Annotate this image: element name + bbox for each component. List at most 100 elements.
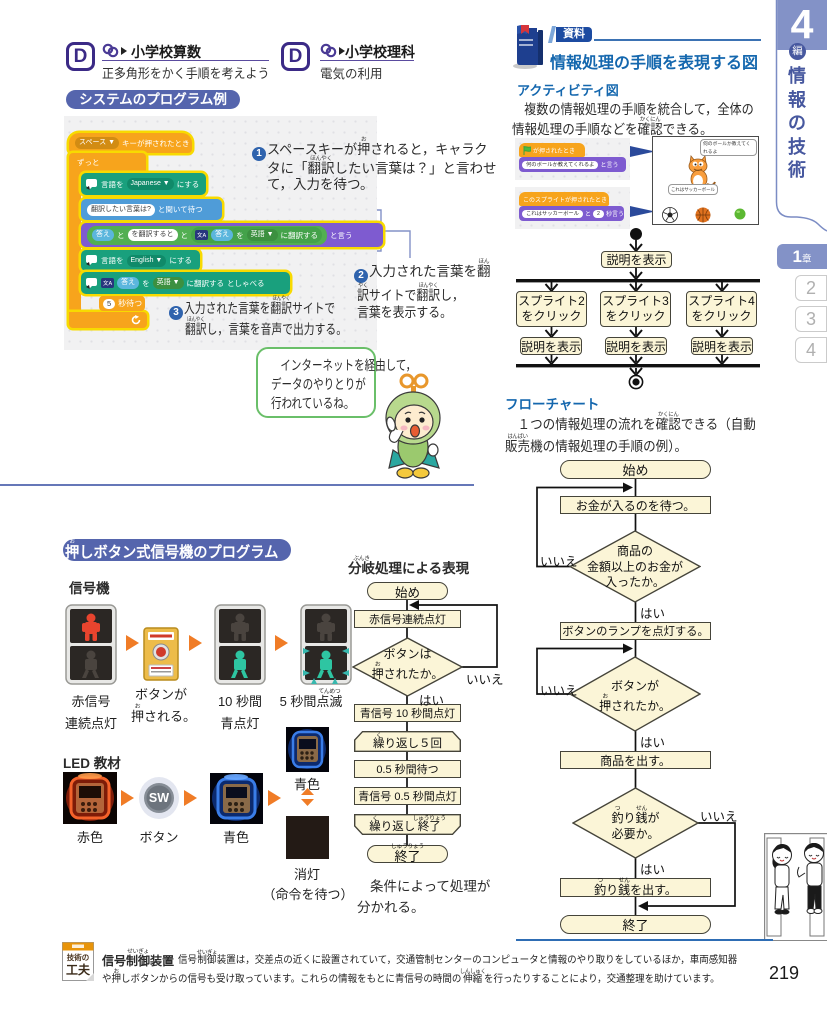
- branch-node-blue10: 青信号 10 秒間点灯: [354, 704, 461, 722]
- sidebar-chapter-4[interactable]: 4: [795, 337, 827, 363]
- to2-label: にする: [169, 256, 192, 265]
- book-icon: [513, 25, 543, 69]
- mini-say-num[interactable]: 2: [593, 209, 604, 218]
- scratch-ask-block[interactable]: 翻訳したい言葉は? と聞いて待つ: [81, 199, 222, 220]
- branch-node-loop-start-shape: [354, 731, 461, 752]
- activity-heading: アクティビティ図: [517, 83, 619, 98]
- activity-sprite2-line-2: をクリック: [521, 309, 582, 323]
- answer-reporter-1[interactable]: 答え: [92, 229, 114, 241]
- vending-node-end: 終了: [560, 915, 711, 934]
- scratch-speak-block[interactable]: 文A 答え を 英語 ▼ に翻訳する としゃべる: [81, 272, 290, 294]
- vending-diamond2-line-1: ボタンが: [610, 679, 659, 693]
- section-title-signal-program: 押おしボタン式信号機のプログラム: [63, 539, 291, 561]
- d3a-label: 釣つり銭せんが: [611, 806, 660, 825]
- vending-label-yes-2: はい: [640, 736, 666, 750]
- mini-hat-sprite[interactable]: このスプライトが押されたとき: [519, 192, 609, 206]
- arrow-icon-3: [275, 635, 288, 651]
- caption-led-red: 赤色: [76, 830, 103, 845]
- branch-label-yes: はい: [419, 694, 445, 708]
- sw-button-label: SW: [148, 791, 170, 805]
- kufuu-badge: [62, 942, 94, 981]
- flowchart-paragraph-2: 販売はんばい機の情報処理の手順の例）。: [505, 434, 701, 457]
- arrow-icon-1: [126, 635, 139, 651]
- mini-hat-flag[interactable]: が押されたとき: [519, 143, 585, 157]
- scratch-set-language-en[interactable]: 言語を English ▼ にする: [81, 250, 200, 271]
- signal-image-blinking: [300, 604, 352, 685]
- say-tail-label: と言う: [330, 230, 353, 240]
- language-dropdown-en[interactable]: English ▼: [126, 254, 167, 267]
- vending-diamond2-line-2: 押おされたか。: [569, 694, 701, 714]
- sidebar-chapter-3[interactable]: 3: [795, 306, 827, 332]
- translate-lang-dropdown-2[interactable]: 英語 ▼: [152, 277, 184, 289]
- scratch-set-language-jp[interactable]: 言語を Japanese ▼ にする: [81, 173, 206, 195]
- l3-label: 言葉を表示する。: [357, 305, 453, 320]
- annotation-1-line-2: タに「翻訳ほんやくしたい言葉は？」と言わせ: [267, 156, 497, 178]
- callout-triangle-2: [630, 206, 655, 217]
- hat-dropdown[interactable]: スペース ▼: [75, 137, 120, 149]
- sidebar-chapter-2[interactable]: 2: [795, 275, 827, 301]
- triangle-icon-science: [339, 47, 345, 55]
- translate-reporter[interactable]: 文A 答え を 英語 ▼ に翻訳する: [191, 227, 323, 243]
- activity-paragraph-1: 複数の情報処理の手順を統合して，全体の: [512, 99, 781, 120]
- branch-caption-line-1: 条件によって処理が: [370, 879, 491, 894]
- join-operator[interactable]: 答え と を翻訳すると と 文A 答え を 英語 ▼ に翻訳する: [87, 225, 328, 245]
- branch-diamond-button: [352, 637, 463, 697]
- d1b-label: 押おされたか。: [371, 662, 444, 681]
- language-dropdown-jp[interactable]: Japanese ▼: [126, 178, 174, 190]
- branch-node-wait: 0.5 秒間待つ: [354, 760, 461, 778]
- flow-p2-label: 販売はんばい機の情報処理の手順の例）。: [505, 434, 688, 454]
- activity-box-desc-3: 説明を表示: [691, 337, 753, 355]
- mini-say-input-2[interactable]: これはサッカーボール: [522, 209, 583, 218]
- mini-say-block-2[interactable]: これはサッカーボール と 2 秒言う: [519, 206, 624, 221]
- caption-blink-5s: 5 秒間点滅てんめつ: [276, 689, 346, 710]
- scratch-forever-top[interactable]: ずっと: [69, 153, 146, 172]
- branch-node-loop-end: 繰くり返し終了しゅうりょう: [354, 814, 461, 835]
- caption-led-blue: 青色: [222, 830, 249, 845]
- green-flag-icon: [523, 145, 531, 155]
- reference-rule: [594, 39, 761, 41]
- mini-say-block-1[interactable]: 何のボールか教えてくれるよ と言う: [519, 157, 626, 172]
- scratch-hat-block[interactable]: スペース ▼ キーが押されたとき: [69, 133, 192, 153]
- bubble-line-3: 行われているね。: [271, 394, 374, 413]
- scratch-say-translate-block[interactable]: 答え と を翻訳すると と 文A 答え を 英語 ▼ に翻訳する と言う: [81, 223, 383, 247]
- link-sub-math: 正多角形をかく手順を考えよう: [102, 63, 284, 82]
- callout-triangle-1: [630, 146, 655, 157]
- section-title-program-example: システムのプログラム例: [66, 90, 240, 109]
- activity-sprite3-line-2: をクリック: [605, 309, 666, 323]
- answer-reporter-3[interactable]: 答え: [117, 277, 140, 289]
- page-number: 219: [769, 963, 800, 983]
- sidebar-chapter-1[interactable]: 1章: [777, 244, 827, 269]
- title-label: 分岐ぶんき処理による表現: [348, 556, 470, 576]
- keyword-label: 信号制御せいぎょ装置: [102, 949, 175, 968]
- sidebar-hen-badge: 編: [789, 43, 806, 60]
- l1-label: 入力された言葉を翻ほん: [369, 259, 491, 279]
- basketball: [695, 207, 711, 223]
- reference-title: 情報処理の手順を表現する図: [550, 55, 759, 72]
- d-logo-science: D: [281, 42, 310, 71]
- caption-led-off-sub: （命令を待つ）: [262, 887, 354, 902]
- branch-diamond-line-2: 押おされたか。: [352, 662, 463, 682]
- annotation-1-line-3: て，入力を待つ。: [267, 175, 374, 194]
- translate-lang-dropdown[interactable]: 英語 ▼: [246, 229, 278, 241]
- activity-sprite4-line-2: をクリック: [691, 309, 752, 323]
- loop-end-label: 繰くり返し終了しゅうりょう: [369, 815, 446, 833]
- triangle-icon-math: [121, 47, 127, 55]
- arrow-icon-5: [184, 790, 197, 806]
- ask-input[interactable]: 翻訳したい言葉は?: [87, 203, 155, 216]
- mini-say-input-1[interactable]: 何のボールか教えてくれるよ: [522, 160, 599, 169]
- arrow-icon-6: [268, 790, 281, 806]
- wait-input[interactable]: 5: [103, 298, 116, 309]
- signal-button-image: [143, 627, 179, 681]
- scratch-wait-block[interactable]: 5 秒待つ: [99, 296, 145, 311]
- branch-caption-line-2: 分かれる。: [357, 900, 425, 915]
- join-input[interactable]: を翻訳すると: [127, 229, 178, 241]
- l3-label: 行われているね。: [271, 396, 355, 411]
- tr-label-label: に翻訳する: [280, 230, 319, 240]
- bubble-line-1: インターネットを経由して，: [271, 356, 416, 375]
- answer-reporter-2[interactable]: 答え: [211, 229, 234, 241]
- green-ball: [734, 208, 746, 220]
